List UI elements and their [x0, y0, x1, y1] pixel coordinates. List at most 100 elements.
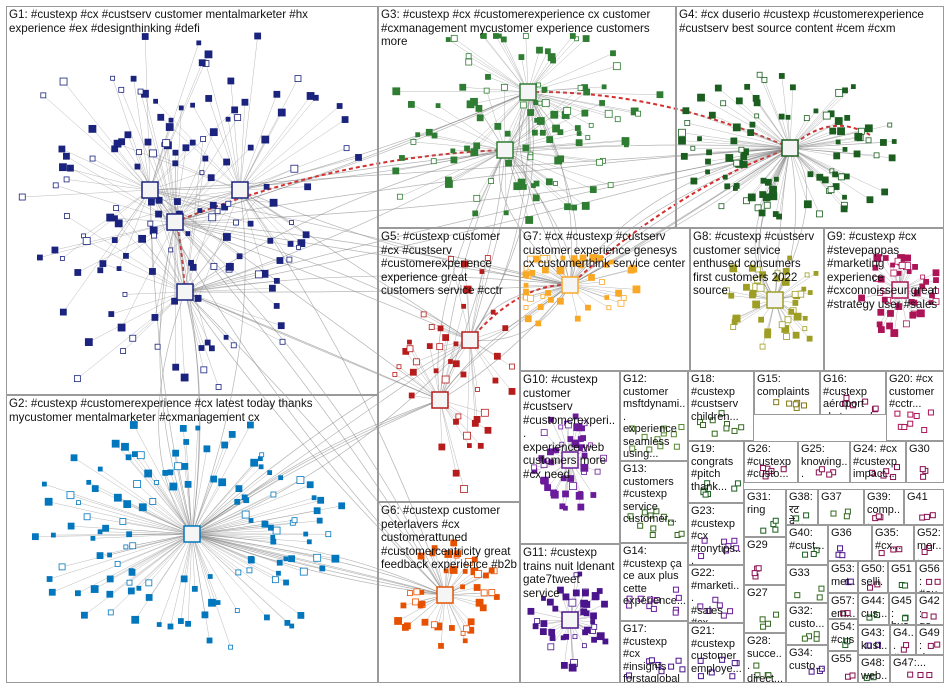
node	[920, 274, 926, 280]
node	[733, 186, 738, 191]
node	[407, 590, 413, 597]
node	[392, 87, 401, 96]
node	[816, 210, 823, 218]
edge	[191, 500, 321, 535]
group-box-g39: G39: comp...	[864, 489, 904, 525]
edge	[448, 39, 529, 93]
node	[926, 672, 933, 679]
node	[90, 585, 99, 593]
node	[522, 271, 530, 278]
node	[590, 619, 596, 625]
node	[764, 178, 772, 186]
group-box-g14: G14: #custexp ça ce aux plus cette expér…	[620, 543, 688, 621]
node	[474, 570, 482, 578]
group-box-g9: G9: #custexp #cx #stevepappas #marketing…	[824, 228, 944, 371]
inter-group-edge	[439, 284, 571, 401]
node	[546, 598, 554, 606]
edge	[239, 186, 308, 191]
group-box-g12: G12: customer msftdynami... experience s…	[620, 371, 688, 461]
node	[459, 83, 467, 91]
node	[225, 200, 232, 207]
edge	[191, 499, 247, 535]
node	[279, 338, 286, 345]
edge	[525, 91, 529, 148]
node	[832, 171, 839, 178]
node	[869, 469, 876, 476]
node	[106, 590, 114, 598]
edge	[413, 141, 506, 151]
group-box-g5: G5: #custexp customer #cx #custserv #cus…	[378, 228, 520, 502]
node	[90, 535, 96, 541]
node	[596, 158, 603, 166]
node	[58, 145, 66, 153]
node	[221, 203, 228, 211]
node	[406, 345, 414, 353]
node	[581, 452, 588, 459]
node	[198, 59, 206, 67]
edge	[157, 221, 176, 347]
inter-group-edge	[184, 149, 506, 293]
node	[731, 537, 738, 544]
node	[591, 636, 597, 643]
node	[654, 436, 661, 443]
edge	[184, 291, 205, 370]
node	[277, 108, 286, 117]
edge	[149, 189, 251, 224]
node	[207, 174, 215, 182]
node	[929, 292, 935, 299]
edge	[396, 91, 529, 93]
node	[744, 83, 751, 90]
edge	[437, 105, 506, 151]
node	[97, 466, 103, 472]
node	[154, 480, 159, 485]
node	[653, 508, 660, 515]
node	[76, 500, 81, 506]
node	[730, 324, 737, 330]
node	[849, 672, 856, 679]
node	[765, 620, 772, 627]
edge	[154, 221, 176, 318]
node	[83, 513, 91, 521]
edge	[721, 147, 791, 207]
node	[196, 40, 202, 46]
node	[276, 257, 284, 264]
edge	[158, 200, 186, 293]
group-box-g17: G17: #custexp #cx #insights forstaglobal	[620, 621, 688, 683]
edge	[191, 533, 219, 603]
node	[675, 657, 682, 664]
node	[523, 282, 529, 288]
edge	[466, 91, 529, 149]
group-label-g45: G45: bus...	[891, 595, 912, 624]
node	[581, 420, 588, 427]
node	[753, 662, 760, 669]
edge	[174, 147, 187, 223]
node	[648, 657, 655, 664]
node	[887, 310, 894, 317]
node	[154, 343, 161, 350]
node	[590, 614, 596, 620]
group-box-g54: G54: #cus...	[828, 619, 858, 651]
node	[234, 114, 242, 121]
edge	[133, 78, 151, 191]
node	[136, 585, 142, 591]
edge	[78, 502, 193, 535]
node	[129, 334, 137, 342]
node	[872, 405, 879, 412]
node	[571, 439, 580, 448]
group-label-g35: G35: #cx...	[875, 527, 902, 552]
node	[927, 642, 934, 649]
node	[86, 479, 92, 485]
edge	[86, 240, 186, 293]
edge	[191, 533, 251, 560]
node	[567, 475, 575, 482]
node	[907, 411, 914, 418]
node	[730, 137, 738, 145]
node	[678, 424, 685, 431]
group-box-g24: G24: #cx #custexp impact...	[850, 441, 906, 483]
node	[901, 254, 909, 262]
node	[723, 287, 730, 295]
node	[786, 400, 793, 407]
node	[120, 348, 127, 354]
node	[527, 255, 534, 263]
group-label-g48: G48: web...	[861, 657, 888, 682]
